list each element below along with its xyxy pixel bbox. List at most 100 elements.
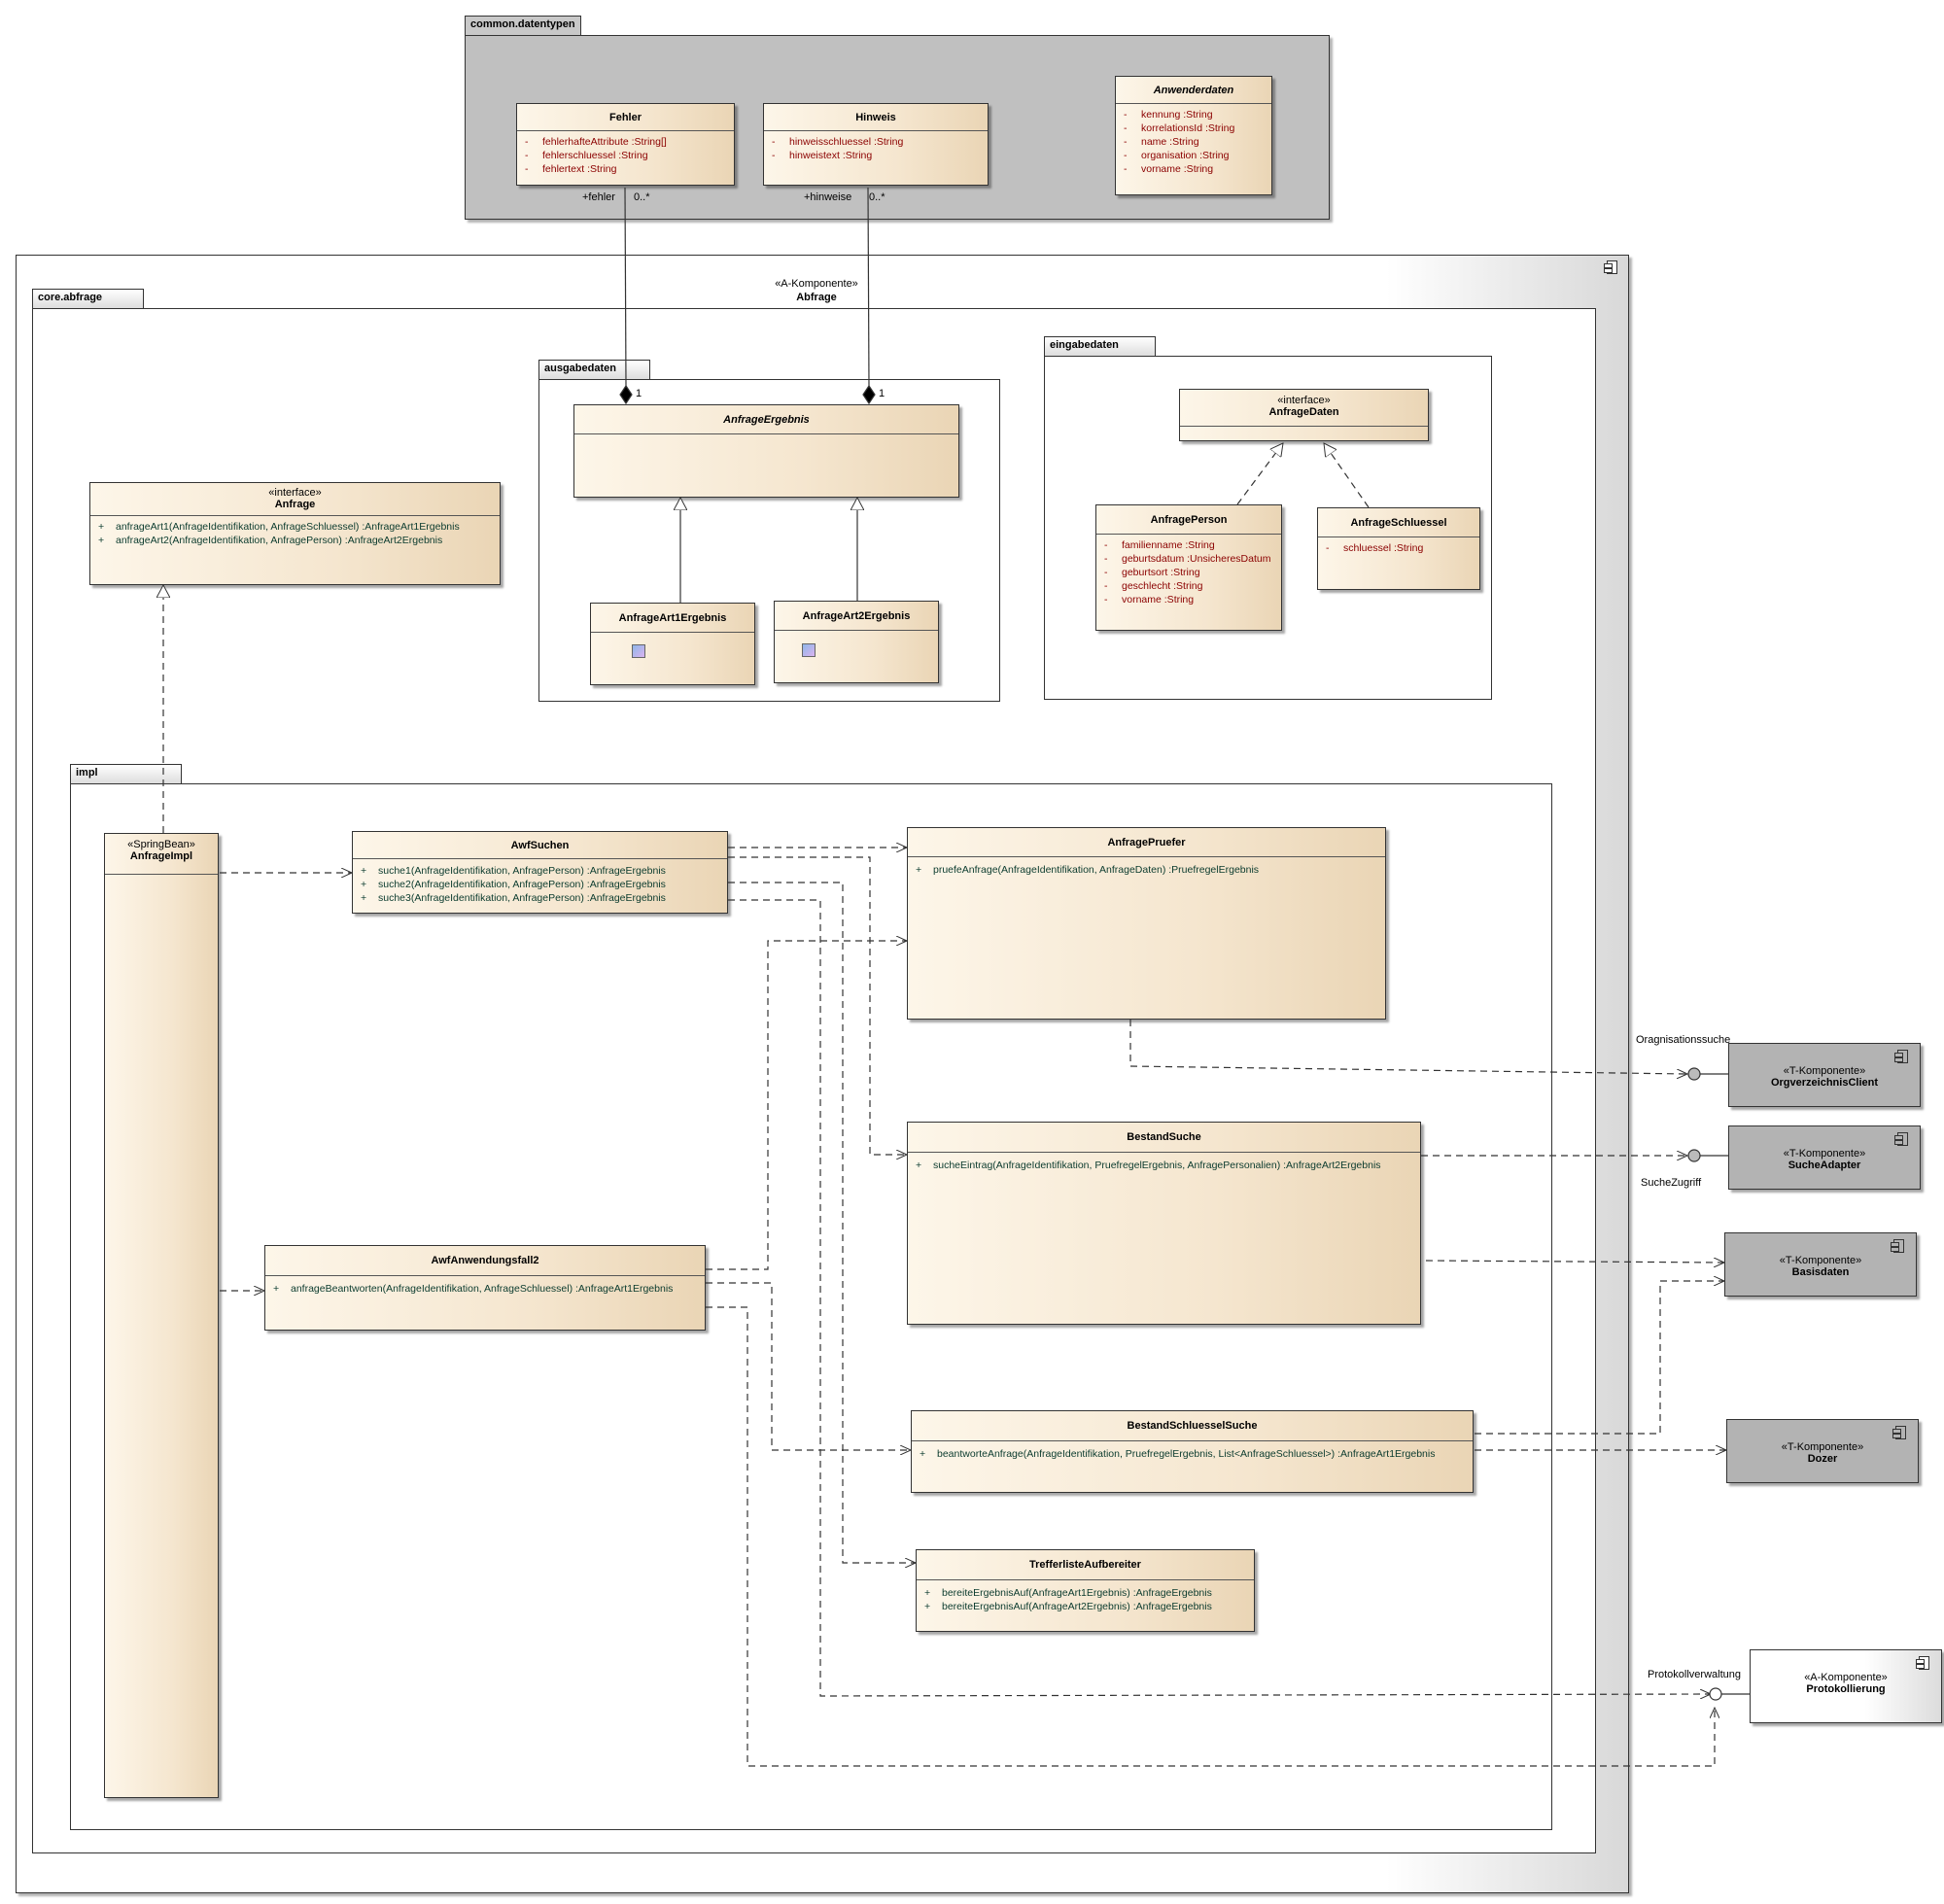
class-name: «SpringBean» AnfrageImpl bbox=[105, 834, 218, 875]
operation: +beantworteAnfrage(AnfrageIdentifikation… bbox=[920, 1448, 1436, 1460]
class-anfrageschluessel[interactable]: AnfrageSchluessel -schluessel :String bbox=[1317, 507, 1480, 590]
class-name: «interface» Anfrage bbox=[90, 483, 500, 516]
class-name: Anwenderdaten bbox=[1116, 77, 1271, 104]
class-name: AnfrageArt2Ergebnis bbox=[775, 602, 938, 631]
dependency-awfsuchen-bestandsuche bbox=[728, 856, 907, 1155]
class-anfragepruefer[interactable]: AnfragePruefer +pruefeAnfrage(AnfrageIde… bbox=[907, 827, 1386, 1020]
package-tab-eingabedaten: eingabedaten bbox=[1044, 336, 1156, 356]
dependency-awf2-bestandschluessel bbox=[706, 1282, 911, 1450]
class-trefferlisteaufbereiter[interactable]: TrefferlisteAufbereiter +bereiteErgebnis… bbox=[916, 1549, 1255, 1632]
attribute: -name :String bbox=[1124, 136, 1199, 148]
class-name: Hinweis bbox=[764, 104, 988, 131]
lollipop-protokollierung bbox=[1709, 1687, 1722, 1701]
class-notes-icon bbox=[632, 644, 645, 658]
component-sucheadapter[interactable]: «T-Komponente» SucheAdapter bbox=[1728, 1125, 1921, 1190]
class-hinweis[interactable]: Hinweis -hinweisschluessel :String -hinw… bbox=[763, 103, 989, 186]
stereotype: «T-Komponente» bbox=[1783, 1065, 1866, 1077]
interface-label-protokollverwaltung: Protokollverwaltung bbox=[1648, 1669, 1741, 1680]
stereotype: «T-Komponente» bbox=[1783, 1148, 1866, 1160]
component-name: Basisdaten bbox=[1791, 1266, 1850, 1278]
class-awfanwendungsfall2[interactable]: AwfAnwendungsfall2 +anfrageBeantworten(A… bbox=[264, 1245, 706, 1331]
stereotype: «T-Komponente» bbox=[1781, 1441, 1864, 1453]
class-name: Fehler bbox=[517, 104, 734, 131]
operation: +anfrageArt1(AnfrageIdentifikation, Anfr… bbox=[98, 521, 460, 533]
class-name: AnfrageSchluessel bbox=[1318, 508, 1479, 537]
dependency-pruefer-orgverzeichnis bbox=[1129, 1020, 1687, 1074]
operation: +bereiteErgebnisAuf(AnfrageArt2Ergebnis)… bbox=[924, 1601, 1212, 1612]
stereotype: «SpringBean» bbox=[127, 839, 195, 850]
attribute: -vorname :String bbox=[1124, 163, 1214, 175]
operation: +pruefeAnfrage(AnfrageIdentifikation, An… bbox=[916, 864, 1260, 876]
class-name: «interface» AnfrageDaten bbox=[1180, 390, 1428, 427]
stereotype: «A-Komponente» bbox=[1804, 1672, 1888, 1683]
attribute: -korrelationsId :String bbox=[1124, 122, 1235, 134]
realization-anfrageperson bbox=[1236, 443, 1283, 505]
class-bestandschluesselsuche[interactable]: BestandSchluesselSuche +beantworteAnfrag… bbox=[911, 1410, 1474, 1493]
class-anwenderdaten[interactable]: Anwenderdaten -kennung :String -korrelat… bbox=[1115, 76, 1272, 195]
operation: +suche3(AnfrageIdentifikation, AnfragePe… bbox=[361, 892, 666, 904]
component-name: Protokollierung bbox=[1806, 1683, 1886, 1695]
class-anfrageart1ergebnis[interactable]: AnfrageArt1Ergebnis bbox=[590, 603, 755, 685]
operation: +suche2(AnfrageIdentifikation, AnfragePe… bbox=[361, 879, 666, 890]
operation: +suche1(AnfrageIdentifikation, AnfragePe… bbox=[361, 865, 666, 877]
package-tab-core: core.abfrage bbox=[32, 289, 144, 308]
class-name: BestandSchluesselSuche bbox=[912, 1411, 1473, 1441]
stereotype: «T-Komponente» bbox=[1779, 1255, 1862, 1266]
dependency-awfsuchen-protokoll bbox=[728, 899, 1711, 1696]
dependency-awf2-pruefer bbox=[706, 941, 907, 1270]
dependency-awf2-protokoll bbox=[706, 1306, 1715, 1767]
component-dozer[interactable]: «T-Komponente» Dozer bbox=[1726, 1419, 1919, 1483]
class-name: AnfragePerson bbox=[1096, 505, 1281, 535]
attribute: -geburtsdatum :UnsicheresDatum bbox=[1104, 553, 1271, 565]
class-name: TrefferlisteAufbereiter bbox=[917, 1550, 1254, 1580]
role-label-fehler: +fehler bbox=[582, 191, 615, 203]
class-anfrageart2ergebnis[interactable]: AnfrageArt2Ergebnis bbox=[774, 601, 939, 683]
class-name: AnfragePruefer bbox=[908, 828, 1385, 857]
class-name: AnfrageArt1Ergebnis bbox=[591, 604, 754, 633]
interface-label-oragnisationssuche: Oragnisationssuche bbox=[1636, 1034, 1731, 1046]
component-protokollierung[interactable]: «A-Komponente» Protokollierung bbox=[1750, 1649, 1942, 1723]
multiplicity-label-composition-2: 1 bbox=[879, 388, 885, 399]
operation: +anfrageArt2(AnfrageIdentifikation, Anfr… bbox=[98, 535, 443, 546]
component-icon bbox=[1892, 1426, 1906, 1439]
class-bestandsuche[interactable]: BestandSuche +sucheEintrag(AnfrageIdenti… bbox=[907, 1122, 1421, 1325]
attribute: -fehlerhafteAttribute :String[] bbox=[525, 136, 667, 148]
package-tab-ausgabedaten: ausgabedaten bbox=[538, 360, 650, 379]
class-fehler[interactable]: Fehler -fehlerhafteAttribute :String[] -… bbox=[516, 103, 735, 186]
component-icon bbox=[1894, 1050, 1908, 1063]
dependency-bestandschluessel-basisdaten bbox=[1475, 1281, 1724, 1435]
attribute: -geschlecht :String bbox=[1104, 580, 1203, 592]
component-abfrage-stereotype: «A-Komponente» bbox=[775, 278, 858, 290]
interface-label-suchezugriff: SucheZugriff bbox=[1641, 1177, 1702, 1189]
component-orgverzeichnisclient[interactable]: «T-Komponente» OrgverzeichnisClient bbox=[1728, 1043, 1921, 1107]
multiplicity-label-composition-1: 1 bbox=[636, 388, 642, 399]
role-label-hinweise: +hinweise bbox=[804, 191, 852, 203]
lollipop-orgverzeichnis bbox=[1687, 1067, 1701, 1081]
class-anfrageergebnis[interactable]: AnfrageErgebnis bbox=[573, 404, 959, 498]
class-anfrageimpl[interactable]: «SpringBean» AnfrageImpl bbox=[104, 833, 219, 1798]
composition-fehler bbox=[624, 187, 627, 387]
component-basisdaten[interactable]: «T-Komponente» Basisdaten bbox=[1724, 1232, 1917, 1297]
composition-diamond-1 bbox=[619, 384, 633, 405]
class-awfsuchen[interactable]: AwfSuchen +suche1(AnfrageIdentifikation,… bbox=[352, 831, 728, 914]
operation: +bereiteErgebnisAuf(AnfrageArt1Ergebnis)… bbox=[924, 1587, 1212, 1599]
lollipop-sucheadapter bbox=[1687, 1149, 1701, 1162]
stereotype: «interface» bbox=[1277, 395, 1331, 406]
interface-anfrage[interactable]: «interface» Anfrage +anfrageArt1(Anfrage… bbox=[89, 482, 501, 585]
operation: +sucheEintrag(AnfrageIdentifikation, Pru… bbox=[916, 1160, 1381, 1171]
class-anfrageperson[interactable]: AnfragePerson -familienname :String -geb… bbox=[1095, 504, 1282, 631]
multiplicity-label-hinweise: 0..* bbox=[869, 191, 885, 203]
class-name: AwfSuchen bbox=[353, 832, 727, 859]
attribute: -fehlertext :String bbox=[525, 163, 617, 175]
attribute: -geburtsort :String bbox=[1104, 567, 1200, 578]
component-icon bbox=[1604, 260, 1617, 274]
component-icon bbox=[1894, 1132, 1908, 1146]
component-name: SucheAdapter bbox=[1788, 1160, 1861, 1171]
attribute: -vorname :String bbox=[1104, 594, 1195, 606]
interface-anfragedaten[interactable]: «interface» AnfrageDaten bbox=[1179, 389, 1429, 441]
package-tab-common: common.datentypen bbox=[465, 16, 581, 35]
attribute: -hinweisschluessel :String bbox=[772, 136, 904, 148]
attribute: -kennung :String bbox=[1124, 109, 1213, 121]
multiplicity-label-fehler: 0..* bbox=[634, 191, 650, 203]
